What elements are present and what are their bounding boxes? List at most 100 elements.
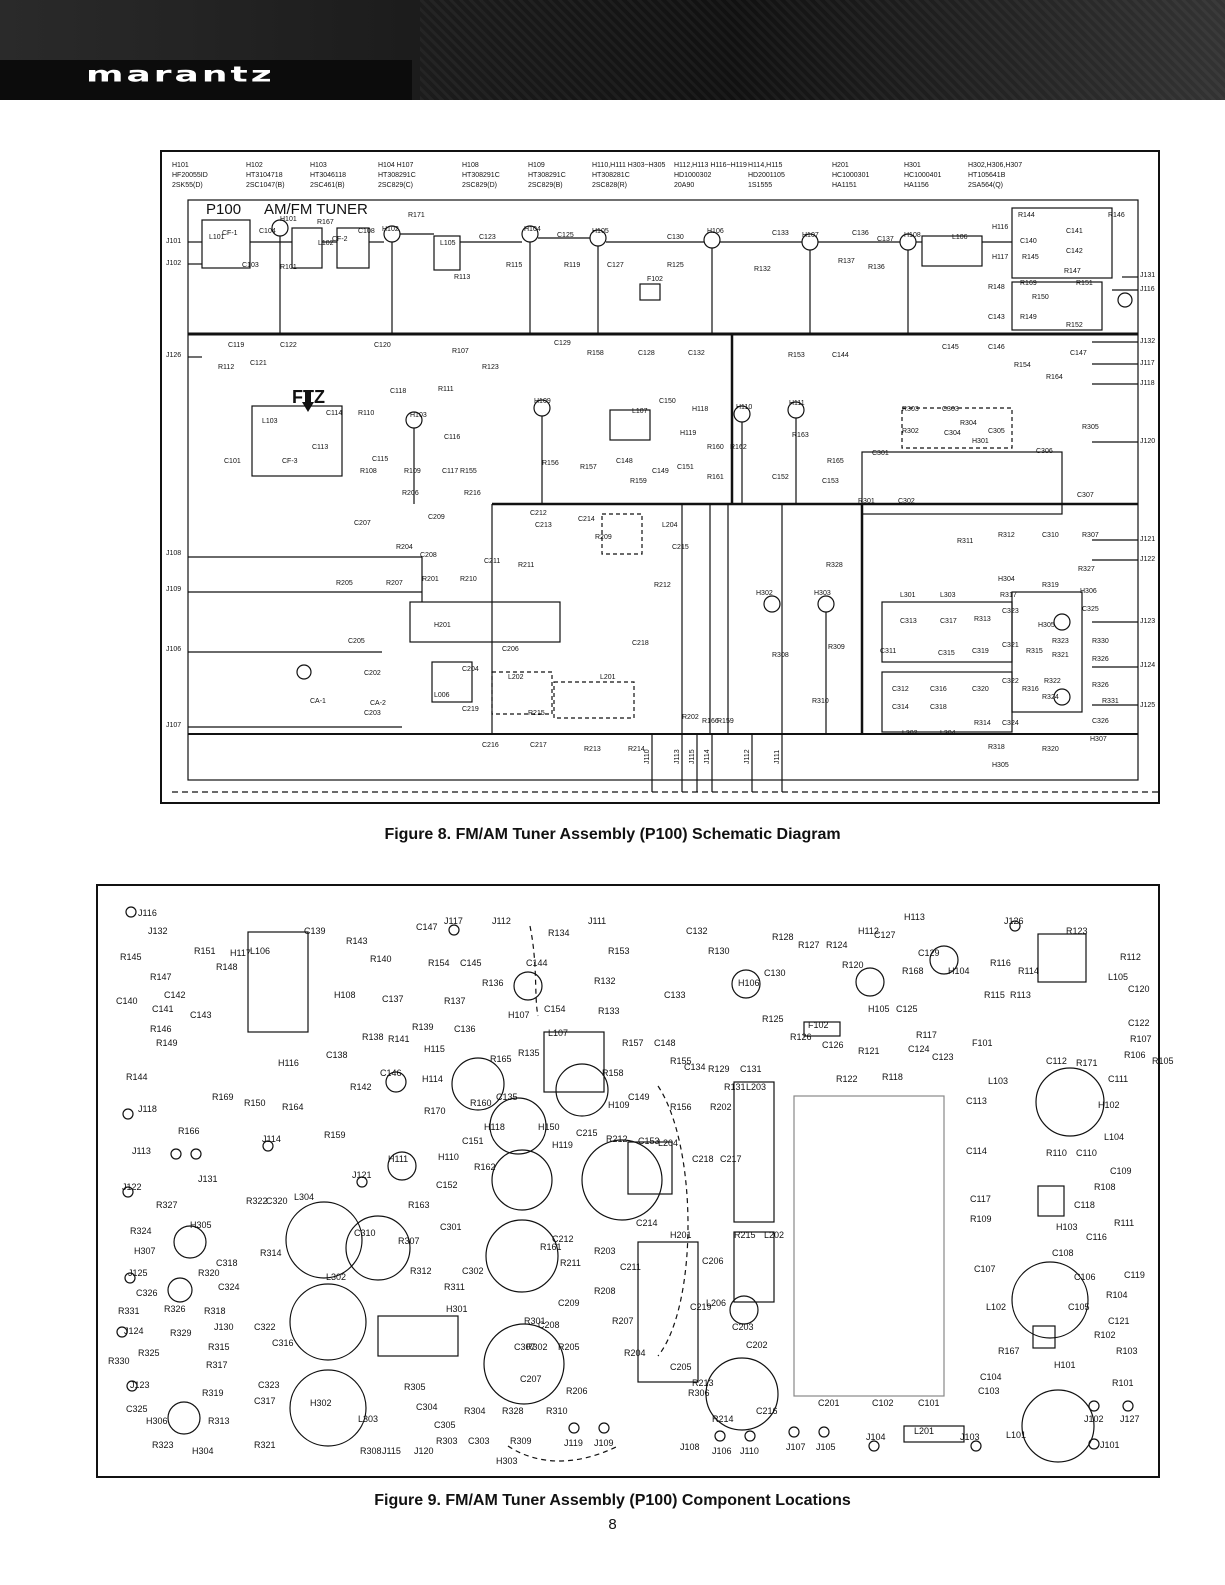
- component-label: C208: [420, 552, 437, 559]
- component-label: R210: [460, 576, 477, 583]
- component-label: R301: [858, 498, 875, 505]
- component-label: R162: [730, 444, 747, 451]
- jack-label: J101: [166, 238, 182, 245]
- component-ref: C206: [702, 1256, 724, 1266]
- component-label: R149: [1020, 314, 1037, 321]
- jack-label: J113: [674, 749, 681, 764]
- component-label: R312: [998, 532, 1015, 539]
- component-label: L101: [209, 234, 225, 241]
- component-ref: C130: [764, 968, 786, 978]
- component-label: C153: [822, 478, 839, 485]
- transistor-refs: H108: [462, 162, 479, 169]
- component-label: R318: [988, 744, 1005, 751]
- component-label: R324: [1042, 694, 1059, 701]
- component-label: C306: [1036, 448, 1053, 455]
- component-ref: C146: [380, 1068, 402, 1078]
- component-ref: R124: [826, 940, 848, 950]
- component-label: C318: [930, 704, 947, 711]
- component-label: R169: [1020, 280, 1037, 287]
- component-ref: J126: [1004, 916, 1024, 926]
- component-label: L202: [508, 674, 524, 681]
- component-ref: H201: [670, 1230, 692, 1240]
- component-ref: R148: [216, 962, 238, 972]
- component-label: R330: [1092, 638, 1109, 645]
- component-ref: C304: [416, 1402, 438, 1412]
- component-ref: R130: [708, 946, 730, 956]
- component-ref: R121: [858, 1046, 880, 1056]
- component-label: R313: [974, 616, 991, 623]
- transistor-code: 2SC829(C): [378, 182, 414, 189]
- component-ref: R116: [990, 958, 1011, 968]
- component-label: C148: [616, 458, 633, 465]
- component-label: H302: [756, 590, 773, 597]
- component-ref: R212: [606, 1134, 628, 1144]
- component-ref: L206: [706, 1298, 727, 1308]
- component-label: C324: [1002, 720, 1019, 727]
- component-label: C104: [259, 228, 276, 235]
- component-ref: R117: [916, 1030, 937, 1040]
- component-label: C205: [348, 638, 365, 645]
- component-ref: R205: [558, 1342, 580, 1352]
- component-label: L302: [902, 730, 918, 737]
- component-ref: R153: [608, 946, 630, 956]
- component-ref: R322: [246, 1196, 268, 1206]
- component-ref: R329: [170, 1328, 192, 1338]
- component-ref: R302: [526, 1342, 548, 1352]
- component-ref: C119: [1124, 1270, 1145, 1280]
- component-label: R160: [707, 444, 724, 451]
- component-ref: R122: [836, 1074, 858, 1084]
- component-ref: R107: [1130, 1034, 1152, 1044]
- component-label: C115: [372, 456, 389, 463]
- component-ref: L203: [746, 1082, 767, 1092]
- component-label: H201: [434, 622, 451, 629]
- component-label: R331: [1102, 698, 1119, 705]
- component-label: C202: [364, 670, 381, 677]
- component-label: C206: [502, 646, 519, 653]
- component-ref: R102: [1094, 1330, 1116, 1340]
- component-ref: C118: [1074, 1200, 1095, 1210]
- component-ref: R307: [398, 1236, 420, 1246]
- component-ref: C106: [1074, 1272, 1096, 1282]
- component-ref: H306: [146, 1416, 168, 1426]
- component-ref: H107: [508, 1010, 530, 1020]
- component-ref: C139: [304, 926, 326, 936]
- jack-label: J125: [1140, 702, 1156, 709]
- component-ref: H111: [388, 1154, 409, 1164]
- component-label: R146: [1108, 212, 1125, 219]
- component-label: R147: [1064, 268, 1081, 275]
- component-label: H108: [904, 232, 921, 239]
- component-ref: C126: [822, 1040, 844, 1050]
- component-ref: J107: [786, 1442, 806, 1452]
- logo-bar: [0, 60, 412, 100]
- component-ref: C101: [918, 1398, 940, 1408]
- component-ref: R310: [546, 1406, 568, 1416]
- component-ref: H112: [858, 926, 879, 936]
- component-ref: L302: [326, 1272, 347, 1282]
- jack-label: J126: [166, 352, 182, 359]
- transistor-code: 2SC1047(B): [246, 182, 285, 189]
- component-ref: R169: [212, 1092, 234, 1102]
- component-ref: R166: [178, 1126, 200, 1136]
- component-ref: J132: [148, 926, 168, 936]
- component-ref: H303: [496, 1456, 518, 1466]
- component-ref: C154: [544, 1004, 566, 1014]
- component-ref: R215: [734, 1230, 756, 1240]
- component-label: C137: [877, 236, 894, 243]
- component-ref: R111: [1114, 1218, 1135, 1228]
- component-ref: R133: [598, 1006, 620, 1016]
- component-ref: C152: [436, 1180, 458, 1190]
- component-ref: R118: [882, 1072, 903, 1082]
- component-label: C143: [988, 314, 1005, 321]
- component-label: H104: [524, 226, 541, 233]
- component-label: C130: [667, 234, 684, 241]
- component-ref: H101: [1054, 1360, 1076, 1370]
- component-ref: R312: [410, 1266, 432, 1276]
- component-ref: C112: [1046, 1056, 1067, 1066]
- component-label: C140: [1020, 238, 1037, 245]
- component-ref: R331: [118, 1306, 140, 1316]
- component-ref: C151: [462, 1136, 484, 1146]
- component-label: C204: [462, 666, 479, 673]
- component-label: H102: [382, 226, 399, 233]
- component-label: R326: [1092, 656, 1109, 663]
- component-ref: R323: [152, 1440, 174, 1450]
